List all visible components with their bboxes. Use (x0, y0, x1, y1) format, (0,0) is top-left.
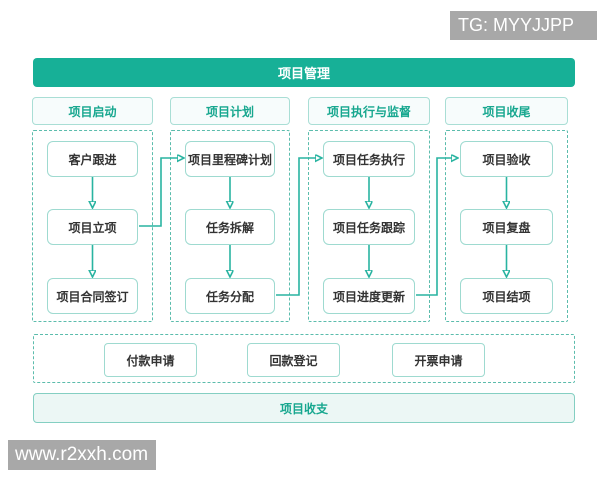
flow-node: 付款申请 (104, 343, 197, 377)
diagram-title-bar: 项目管理 (33, 58, 575, 87)
flow-node: 项目立项 (47, 209, 138, 245)
phase-lane-execution: 项目任务执行 项目任务跟踪 项目进度更新 (308, 130, 430, 322)
flow-node: 项目复盘 (460, 209, 553, 245)
phase-header-initiation: 项目启动 (32, 97, 153, 125)
phase-lane-initiation: 客户跟进 项目立项 项目合同签订 (32, 130, 153, 322)
flow-node: 开票申请 (392, 343, 485, 377)
finance-lane: 付款申请 回款登记 开票申请 (33, 334, 575, 383)
diagram-title: 项目管理 (277, 66, 330, 81)
phase-header-planning: 项目计划 (170, 97, 290, 125)
phase-lane-planning: 项目里程碑计划 任务拆解 任务分配 (170, 130, 290, 322)
flow-node: 项目里程碑计划 (185, 141, 275, 177)
site-watermark: www.r2xxh.com (8, 440, 156, 470)
flow-node: 客户跟进 (47, 141, 138, 177)
flow-node: 项目验收 (460, 141, 553, 177)
flow-node: 项目任务执行 (323, 141, 415, 177)
flow-node: 任务分配 (185, 278, 275, 314)
phase-header-closure: 项目收尾 (445, 97, 568, 125)
flow-node: 任务拆解 (185, 209, 275, 245)
phase-header-execution: 项目执行与监督 (308, 97, 430, 125)
phase-lane-closure: 项目验收 项目复盘 项目结项 (445, 130, 568, 322)
flow-node: 项目结项 (460, 278, 553, 314)
footer-title-bar: 项目收支 (33, 393, 575, 423)
flow-node: 项目进度更新 (323, 278, 415, 314)
flow-node: 项目任务跟踪 (323, 209, 415, 245)
flow-node: 回款登记 (247, 343, 340, 377)
footer-title: 项目收支 (279, 401, 328, 416)
flow-node: 项目合同签订 (47, 278, 138, 314)
tg-watermark: TG: MYYJJPP (450, 11, 597, 40)
